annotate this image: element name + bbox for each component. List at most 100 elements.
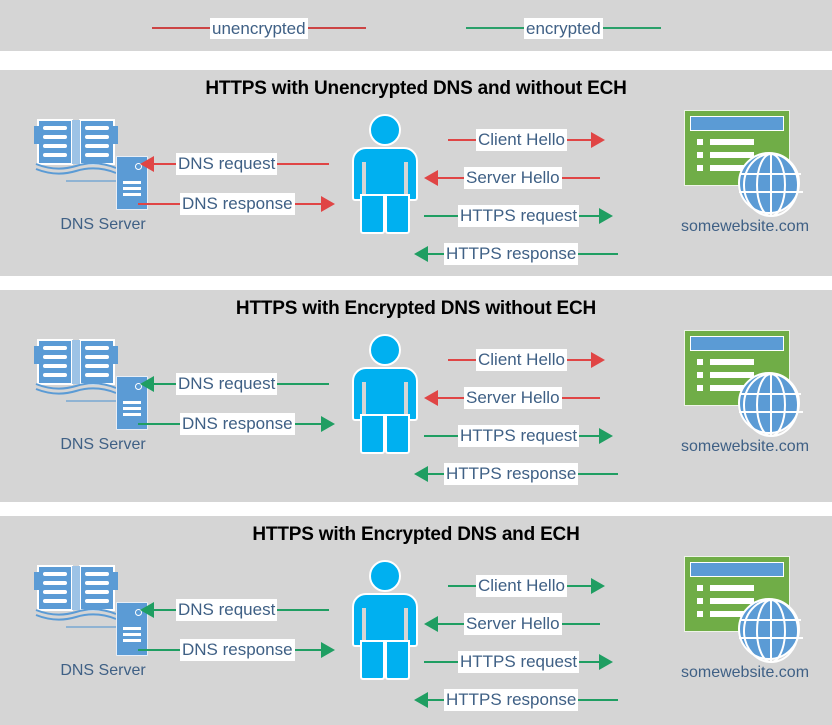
flow-line-2 xyxy=(561,397,600,399)
person-icon xyxy=(350,114,420,234)
flow-label: HTTPS response xyxy=(444,243,579,265)
flow-line xyxy=(448,585,476,587)
browser-content-list xyxy=(697,359,754,398)
flow-label: DNS request xyxy=(176,153,278,175)
arrow-head-right-icon xyxy=(320,416,335,432)
flow-label: DNS request xyxy=(176,373,278,395)
flow-line xyxy=(154,609,176,611)
open-book-icon xyxy=(34,119,118,175)
browser-title-bar xyxy=(690,562,784,577)
globe-icon xyxy=(738,372,803,437)
website-label: somewebsite.com xyxy=(680,218,810,235)
flow-line xyxy=(424,435,458,437)
flow-line xyxy=(424,661,458,663)
flow-label: Client Hello xyxy=(476,575,567,597)
flow-line xyxy=(138,203,180,205)
person-leg-right xyxy=(385,414,410,454)
flow-line-2 xyxy=(579,661,600,663)
legend-item-encrypted: encrypted xyxy=(466,17,661,39)
website-group: somewebsite.com xyxy=(670,110,820,250)
person-arm-right xyxy=(404,608,408,646)
dns-server-group: DNS Server xyxy=(28,332,178,472)
dns-link-line xyxy=(66,400,120,402)
flow-line xyxy=(138,649,180,651)
arrow-head-right-icon xyxy=(599,654,614,670)
flow-line-2 xyxy=(579,435,600,437)
browser-title-bar xyxy=(690,116,784,131)
flow-https-response: HTTPS response xyxy=(414,688,619,712)
flow-server-hello: Server Hello xyxy=(424,386,600,410)
arrow-head-left-icon xyxy=(424,390,438,406)
legend-item-unencrypted: unencrypted xyxy=(152,17,366,39)
globe-icon xyxy=(738,598,803,663)
flow-label: DNS response xyxy=(180,413,295,435)
flow-line-2 xyxy=(566,359,591,361)
flow-label: Client Hello xyxy=(476,349,567,371)
browser-window-icon xyxy=(684,110,790,186)
flow-line xyxy=(428,473,444,475)
arrow-head-left-icon xyxy=(424,616,438,632)
dns-server-label: DNS Server xyxy=(60,662,146,679)
flow-line xyxy=(438,177,464,179)
flow-dns-request: DNS request xyxy=(140,152,330,176)
legend-label-encrypted: encrypted xyxy=(524,17,603,39)
person-head xyxy=(369,560,401,592)
flow-line-2 xyxy=(561,177,600,179)
diagram-panel-unencrypted-dns: HTTPS with Unencrypted DNS and without E… xyxy=(0,70,832,276)
arrow-head-right-icon xyxy=(599,208,614,224)
flow-line xyxy=(448,139,476,141)
diagram-panel-encrypted-dns-ech: HTTPS with Encrypted DNS and ECH DNS Ser… xyxy=(0,516,832,725)
person-arm-left xyxy=(362,608,366,646)
flow-client-hello: Client Hello xyxy=(448,128,605,152)
flow-line xyxy=(448,359,476,361)
browser-content-list xyxy=(697,585,754,624)
open-book-icon xyxy=(34,560,118,622)
flow-line-2 xyxy=(294,423,321,425)
globe-icon xyxy=(739,599,803,663)
legend-line-encrypted-2 xyxy=(598,27,661,29)
flow-line xyxy=(138,423,180,425)
flow-label: DNS request xyxy=(176,599,278,621)
panel-title: HTTPS with Encrypted DNS without ECH xyxy=(235,298,597,319)
arrow-head-right-icon xyxy=(320,196,335,212)
arrow-head-right-icon xyxy=(590,352,605,368)
flow-dns-response: DNS response xyxy=(138,638,335,662)
flow-client-hello: Client Hello xyxy=(448,574,605,598)
flow-line-2 xyxy=(277,383,330,385)
flow-line-2 xyxy=(578,253,619,255)
flow-https-request: HTTPS request xyxy=(424,424,614,448)
flow-line xyxy=(154,383,176,385)
flow-https-request: HTTPS request xyxy=(424,650,614,674)
dns-link-line xyxy=(66,626,120,628)
arrow-head-right-icon xyxy=(590,132,605,148)
globe-icon xyxy=(739,373,803,437)
globe-icon xyxy=(738,152,803,217)
person-leg-left xyxy=(360,194,385,234)
flow-dns-request: DNS request xyxy=(140,372,330,396)
flow-client-hello: Client Hello xyxy=(448,348,605,372)
dns-server-group: DNS Server xyxy=(28,558,178,698)
person-leg-left xyxy=(360,414,385,454)
person-leg-left xyxy=(360,640,385,680)
flow-line-2 xyxy=(578,699,619,701)
flow-line-2 xyxy=(579,215,600,217)
flow-https-response: HTTPS response xyxy=(414,462,619,486)
flow-line xyxy=(154,163,176,165)
flow-label: Server Hello xyxy=(464,613,562,635)
person-arm-right xyxy=(404,382,408,420)
server-slots-icon xyxy=(123,401,141,419)
person-leg-right xyxy=(385,194,410,234)
server-slots-icon xyxy=(123,627,141,645)
open-book-icon xyxy=(34,339,118,395)
browser-content-list xyxy=(697,139,754,178)
flow-server-hello: Server Hello xyxy=(424,612,600,636)
flow-line-2 xyxy=(566,585,591,587)
panel-title: HTTPS with Unencrypted DNS and without E… xyxy=(205,78,627,99)
flow-label: HTTPS request xyxy=(458,205,580,227)
flow-label: Server Hello xyxy=(464,167,562,189)
flow-label: Client Hello xyxy=(476,129,567,151)
legend-label-unencrypted: unencrypted xyxy=(210,17,308,39)
dns-server-group: DNS Server xyxy=(28,112,178,252)
person-arm-right xyxy=(404,162,408,200)
dns-server-label: DNS Server xyxy=(60,216,146,233)
